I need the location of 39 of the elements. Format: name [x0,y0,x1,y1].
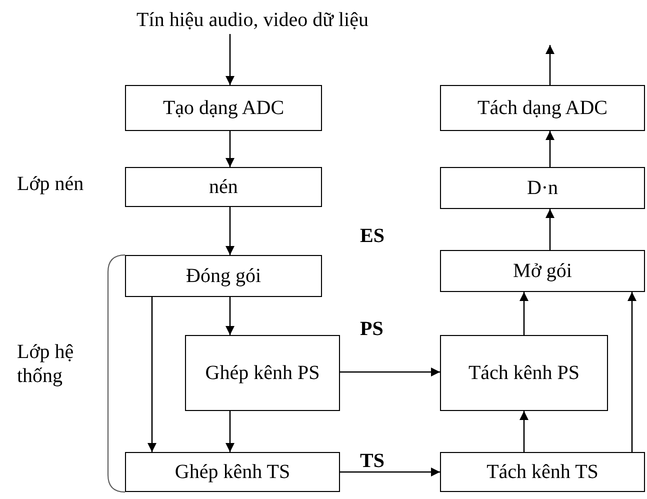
arrow [226,131,234,167]
arrow [226,297,234,335]
box-label: nén [208,175,239,199]
process-box [440,335,608,411]
arrow [546,131,554,167]
arrow [340,368,440,376]
arrow [226,34,234,85]
process-box [125,85,322,131]
layer-label: ES [360,224,384,248]
process-box [125,452,340,492]
arrow [628,292,636,452]
arrow [226,411,234,452]
box-label: Ghép kênh PS [204,361,321,385]
box-label: Tách dạng ADC [476,96,608,120]
arrow [520,292,528,335]
arrow [148,297,156,452]
layer-label: TS [360,449,384,473]
layer-label: Lớp hệ thống [17,340,75,388]
arrow [546,45,554,85]
layer-label: Lớp nén [17,172,84,196]
arrow [340,468,440,476]
arrow [546,209,554,250]
box-label: Tạo dạng ADC [162,96,286,120]
process-box [125,167,322,207]
box-label: D·n [526,176,560,200]
process-box [440,452,645,492]
box-label: Ghép kênh TS [174,460,292,484]
process-box [440,167,645,209]
process-box [125,255,322,297]
process-box [440,250,645,292]
layer-label: PS [360,317,384,341]
arrow [226,207,234,255]
box-label: Tách kênh TS [486,460,600,484]
box-label: Tách kênh PS [467,361,581,385]
box-label: Mở gói [512,259,573,283]
process-box [440,85,645,131]
arrow [520,411,528,452]
box-label: Đóng gói [185,264,262,288]
process-box [185,335,340,411]
